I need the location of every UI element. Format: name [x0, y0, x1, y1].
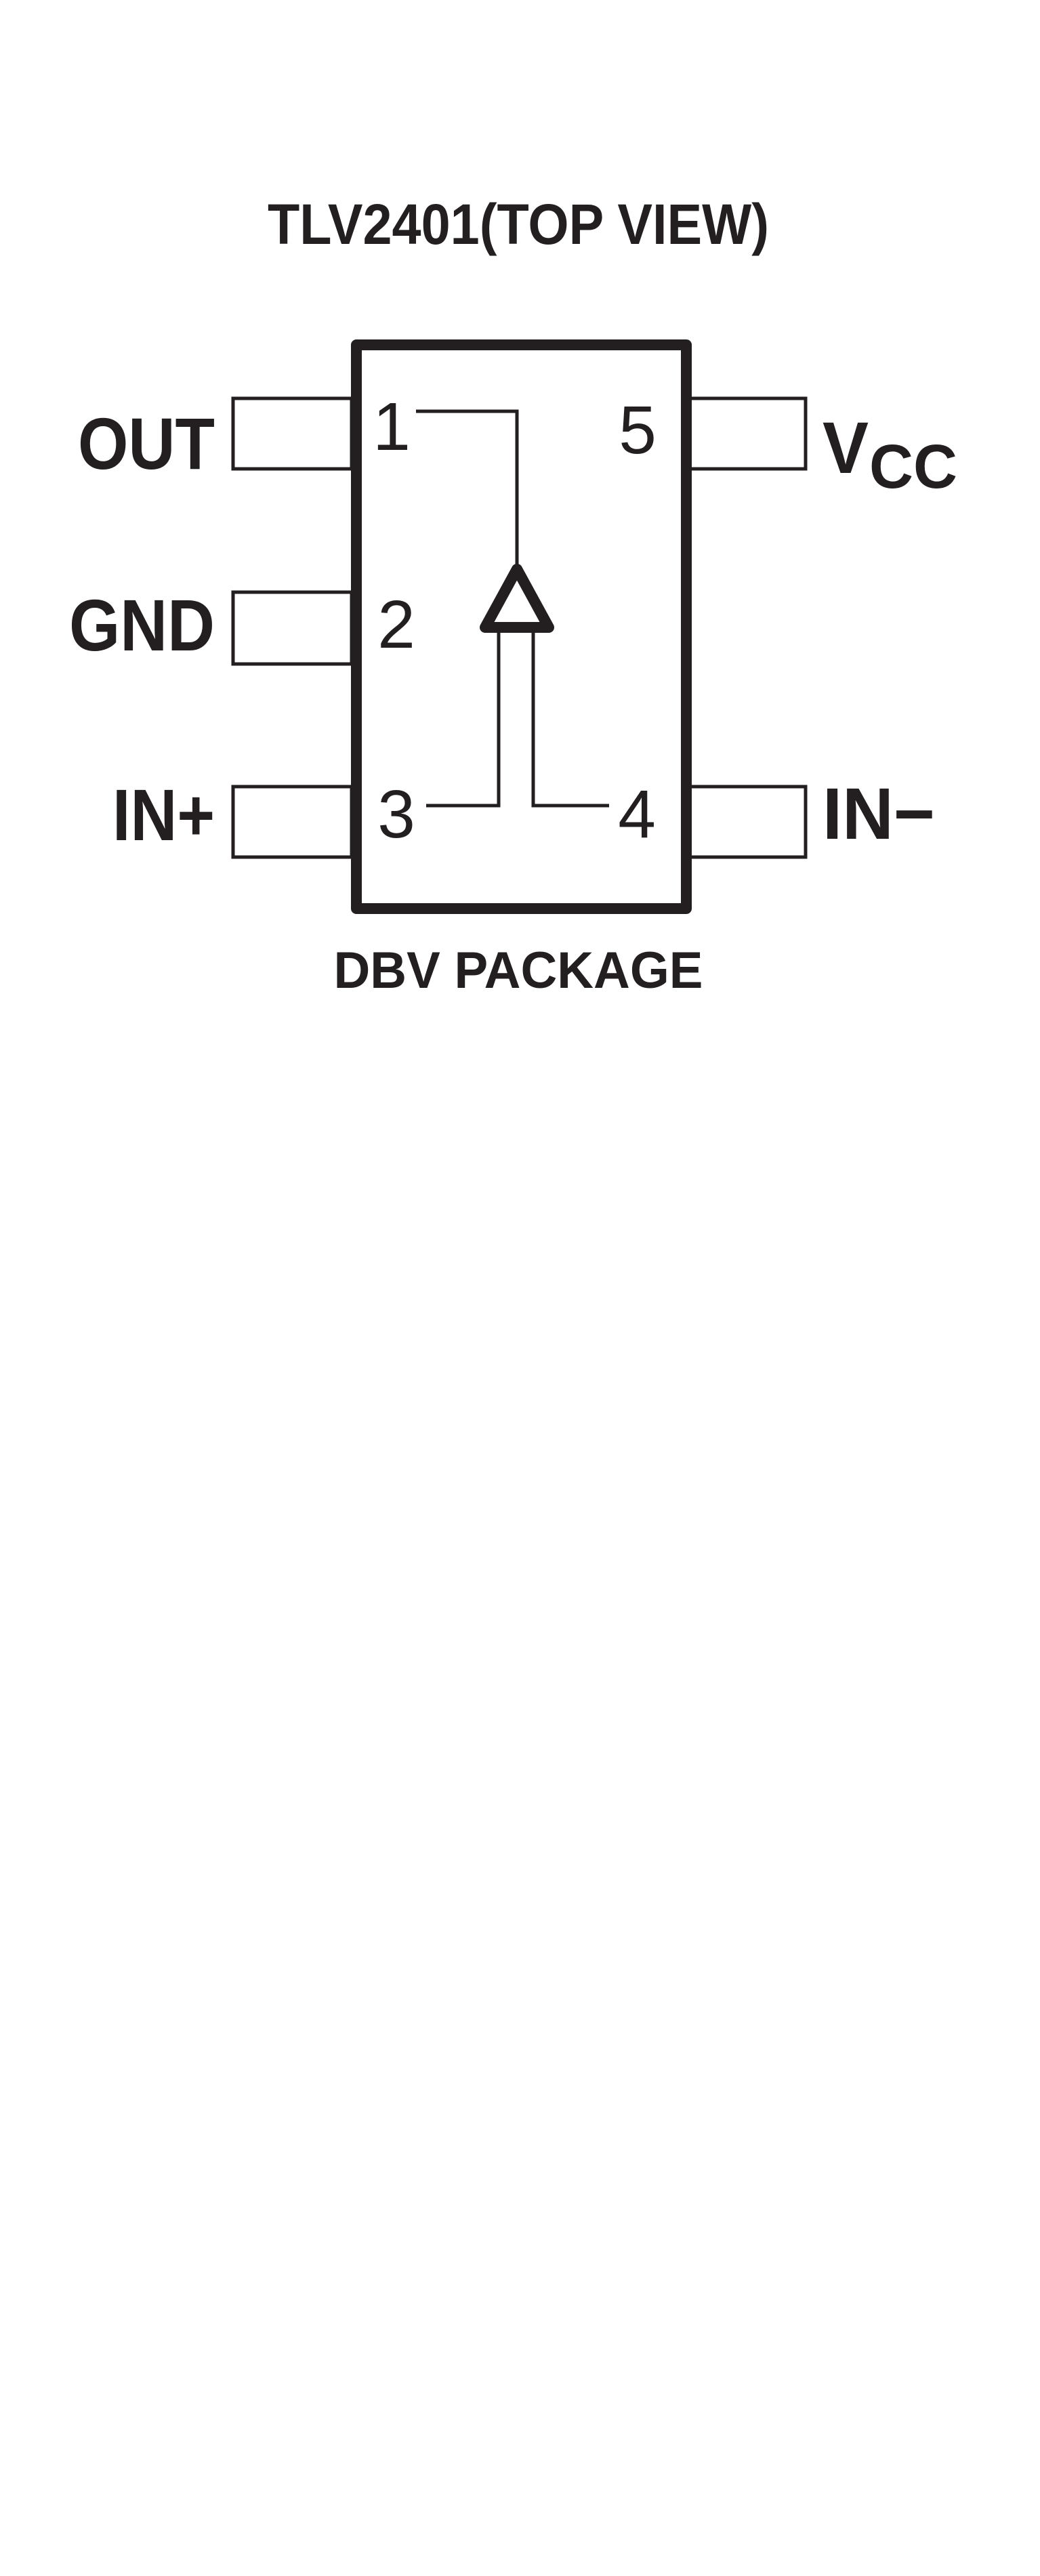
pin-name-vcc: V CC — [823, 407, 957, 501]
pin-name-in-plus: IN+ — [112, 774, 215, 856]
diagram-title: TLV2401(TOP VIEW) — [268, 192, 769, 256]
pin-number-3: 3 — [377, 776, 415, 852]
pin-pad-vcc — [685, 396, 808, 471]
pin-number-5: 5 — [619, 392, 657, 468]
pin-name-gnd: GND — [69, 584, 215, 666]
pin-pad-gnd — [231, 590, 354, 666]
pin-name-in-minus: IN− — [823, 772, 935, 854]
pin-number-1: 1 — [373, 389, 411, 465]
pin-number-4: 4 — [618, 776, 656, 852]
pin-pad-out — [231, 396, 354, 471]
pin-pad-in-plus — [231, 785, 354, 859]
pin-number-2: 2 — [377, 587, 415, 663]
pin-name-vcc-main: V — [823, 407, 869, 489]
pin-name-out: OUT — [78, 402, 215, 484]
pin-pad-in-minus — [685, 785, 808, 859]
package-label: DBV PACKAGE — [334, 942, 703, 999]
pin-name-vcc-subscript: CC — [869, 432, 957, 501]
comparator-triangle-icon — [480, 564, 554, 633]
internal-wiring — [416, 409, 609, 808]
